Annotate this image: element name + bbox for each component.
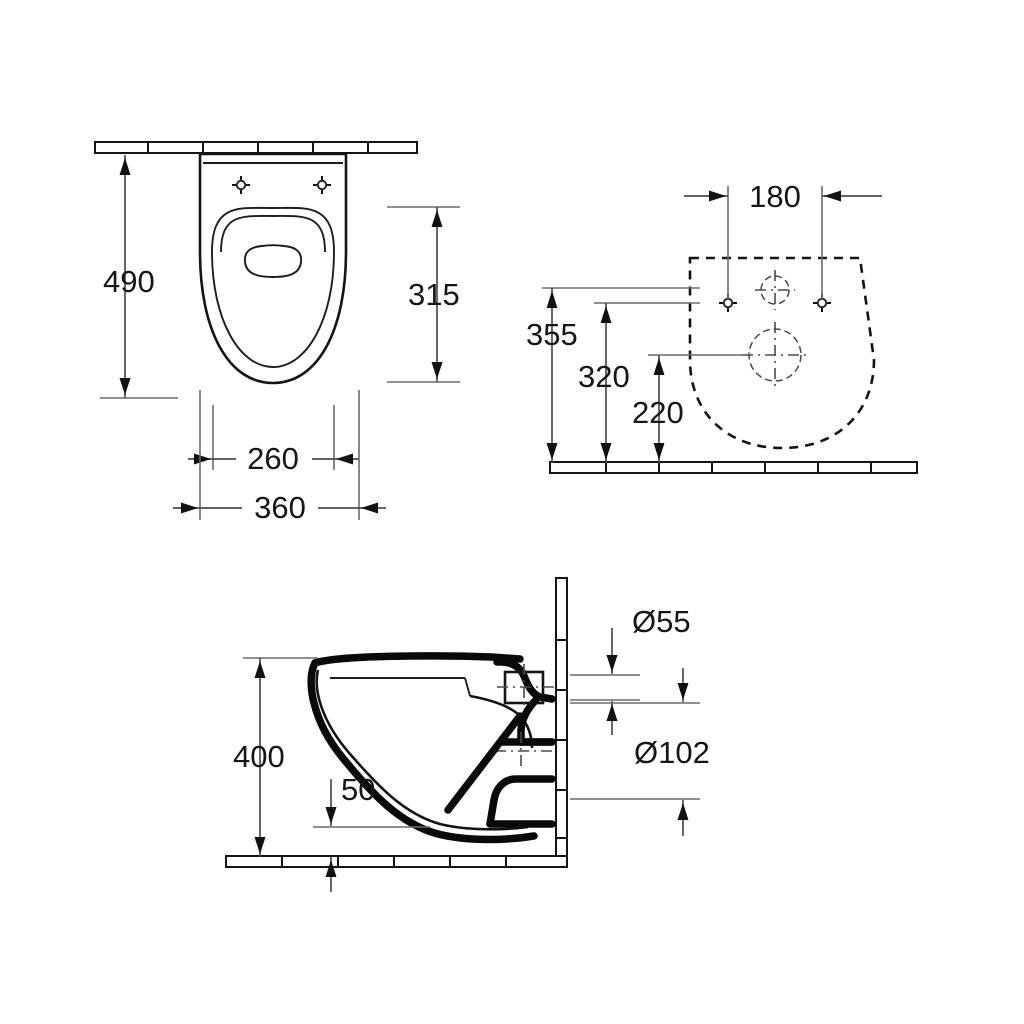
dimension-rear-355: 355	[526, 287, 700, 463]
dimension-label-400: 400	[233, 739, 285, 774]
dimension-plan-490: 490	[100, 155, 178, 399]
plan-seat-rim	[211, 206, 335, 368]
dimension-label-260: 260	[247, 441, 299, 476]
plan-view: 490 315 260 360	[94, 141, 460, 525]
section-view: 400 50 Ø55 Ø102	[225, 577, 710, 892]
dimension-label-355: 355	[526, 317, 578, 352]
rear-waste-outlet	[742, 322, 808, 388]
dimension-rear-320: 320	[578, 302, 700, 463]
dimension-label-d55: Ø55	[632, 604, 691, 639]
section-bowl-profile	[307, 652, 556, 844]
dimension-section-50: 50	[313, 772, 430, 892]
dimension-rear-180: 180	[684, 179, 882, 300]
plan-wall-symbol	[94, 141, 418, 154]
dimension-label-180: 180	[749, 179, 801, 214]
rear-floor-symbol	[549, 461, 918, 474]
dimension-rear-220: 220	[632, 354, 742, 463]
fixing-hole-marker-right	[313, 176, 331, 194]
dimension-label-d102: Ø102	[634, 735, 710, 770]
plan-flush-opening	[243, 244, 303, 278]
plan-fixing-holes	[232, 176, 331, 194]
dimension-label-50: 50	[341, 772, 375, 807]
dimension-label-320: 320	[578, 359, 630, 394]
rear-flush-inlet	[755, 270, 795, 310]
dimension-plan-315: 315	[387, 206, 460, 383]
plan-bowl-outline	[198, 152, 348, 385]
dimension-plan-360: 360	[173, 390, 386, 525]
dimension-section-400: 400	[233, 657, 318, 857]
dimension-label-490: 490	[103, 264, 155, 299]
dimension-label-360: 360	[254, 490, 306, 525]
dimension-section-d102: Ø102	[570, 668, 710, 836]
section-wall-symbol	[555, 577, 568, 861]
dimension-label-220: 220	[632, 395, 684, 430]
rear-bowl-dashed-outline	[688, 256, 876, 450]
rear-view: 180 355 320	[526, 179, 918, 474]
dimension-label-315: 315	[408, 277, 460, 312]
dimension-plan-260: 260	[188, 405, 359, 476]
fixing-hole-marker-left	[232, 176, 250, 194]
dimension-section-d55: Ø55	[570, 604, 691, 735]
section-floor-symbol	[225, 855, 568, 868]
